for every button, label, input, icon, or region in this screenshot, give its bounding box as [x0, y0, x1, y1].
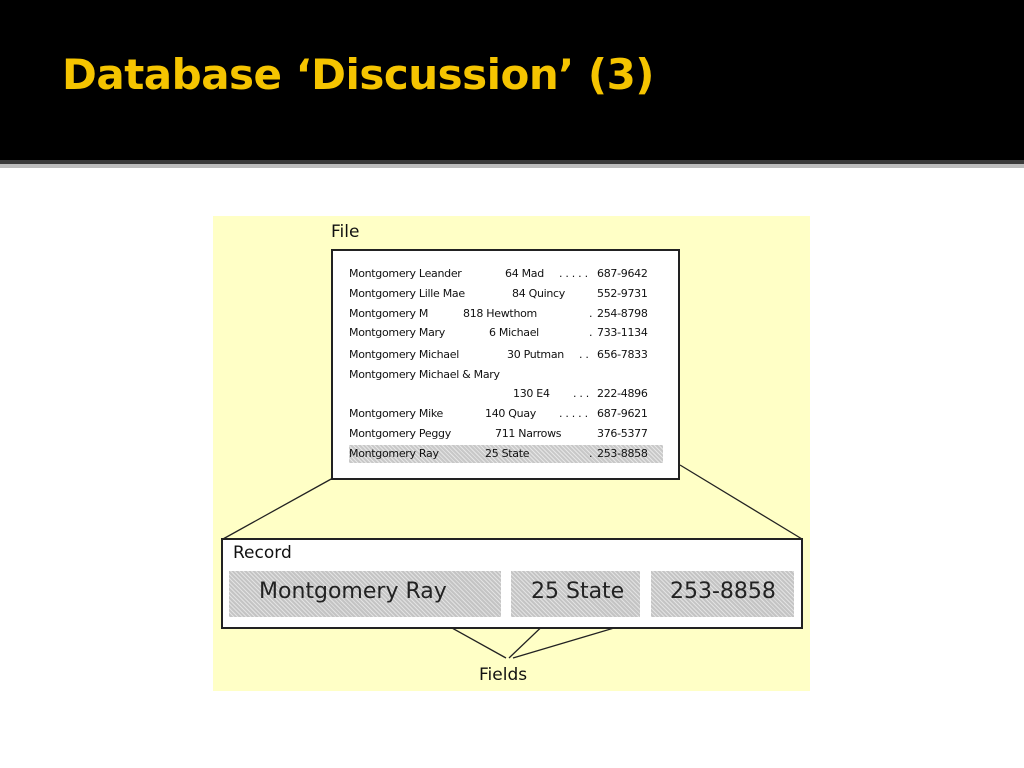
file-record-row: Montgomery Leander 64 Mad . . . . . 687-… — [349, 265, 663, 283]
record-dots: . — [589, 447, 593, 460]
record-dots: . — [589, 326, 593, 339]
record-phone: 687-9621 — [597, 407, 648, 420]
file-record-row: Montgomery Michael & Mary — [349, 366, 663, 384]
field-phone-value: 253-8858 — [670, 579, 776, 604]
record-dots: . . . — [573, 387, 589, 400]
record-name: Montgomery Leander — [349, 267, 462, 280]
record-address: 84 Quincy — [512, 287, 566, 300]
title-divider-dark — [0, 160, 1024, 164]
file-record-row: Montgomery Michael 30 Putman . . 656-783… — [349, 346, 663, 364]
database-diagram: File Montgomery Leander 64 Mad . . . . .… — [213, 216, 810, 691]
record-name: Montgomery M — [349, 307, 429, 320]
title-divider-light — [0, 164, 1024, 168]
record-name: Montgomery Michael & Mary — [349, 368, 500, 381]
record-phone: 254-8798 — [597, 307, 648, 320]
fields-label: Fields — [479, 665, 528, 685]
file-record-row: Montgomery Mary 6 Michael . 733-1134 — [349, 324, 663, 342]
record-name: Montgomery Mike — [349, 407, 444, 420]
field-address-value: 25 State — [531, 579, 625, 604]
title-bar: Database ‘Discussion’ (3) — [0, 0, 1024, 160]
record-address: 130 E4 — [513, 387, 550, 400]
field-name: Montgomery Ray — [229, 571, 501, 617]
record-dots: . . — [579, 348, 589, 361]
record-label: Record — [233, 543, 292, 563]
record-dots: . . . . . — [559, 407, 588, 420]
slide-title: Database ‘Discussion’ (3) — [62, 50, 655, 99]
record-phone: 376-5377 — [597, 427, 648, 440]
zoom-line-left — [222, 477, 334, 540]
field-address: 25 State — [511, 571, 640, 617]
record-name: Montgomery Lille Mae — [349, 287, 465, 300]
file-record-row: Montgomery Mike 140 Quay . . . . . 687-9… — [349, 405, 663, 423]
record-address: 818 Hewthom — [463, 307, 537, 320]
record-phone: 687-9642 — [597, 267, 648, 280]
file-record-row: Montgomery Peggy 711 Narrows 376-5377 — [349, 425, 663, 443]
field-name-value: Montgomery Ray — [259, 579, 447, 604]
record-address: 140 Quay — [485, 407, 536, 420]
record-name: Montgomery Mary — [349, 326, 445, 339]
record-name: Montgomery Ray — [349, 447, 439, 460]
record-phone: 552-9731 — [597, 287, 648, 300]
file-record-row-highlighted: Montgomery Ray 25 State . 253-8858 — [349, 445, 663, 463]
file-record-row: 130 E4 . . . 222-4896 — [349, 385, 663, 403]
file-record-row: Montgomery Lille Mae 84 Quincy 552-9731 — [349, 285, 663, 303]
record-address: 25 State — [485, 447, 530, 460]
file-label: File — [331, 222, 360, 242]
field-phone: 253-8858 — [651, 571, 794, 617]
record-address: 64 Mad — [505, 267, 544, 280]
record-phone: 656-7833 — [597, 348, 648, 361]
record-address: 30 Putman — [507, 348, 564, 361]
record-phone: 253-8858 — [597, 447, 648, 460]
record-name: Montgomery Peggy — [349, 427, 451, 440]
record-address: 711 Narrows — [495, 427, 562, 440]
record-dots: . — [589, 307, 593, 320]
zoom-line-right — [679, 464, 803, 540]
record-address: 6 Michael — [489, 326, 539, 339]
record-phone: 733-1134 — [597, 326, 648, 339]
file-record-row: Montgomery M 818 Hewthom . 254-8798 — [349, 305, 663, 323]
file-box: Montgomery Leander 64 Mad . . . . . 687-… — [331, 249, 680, 480]
record-phone: 222-4896 — [597, 387, 648, 400]
record-dots: . . . . . — [559, 267, 588, 280]
record-name: Montgomery Michael — [349, 348, 459, 361]
